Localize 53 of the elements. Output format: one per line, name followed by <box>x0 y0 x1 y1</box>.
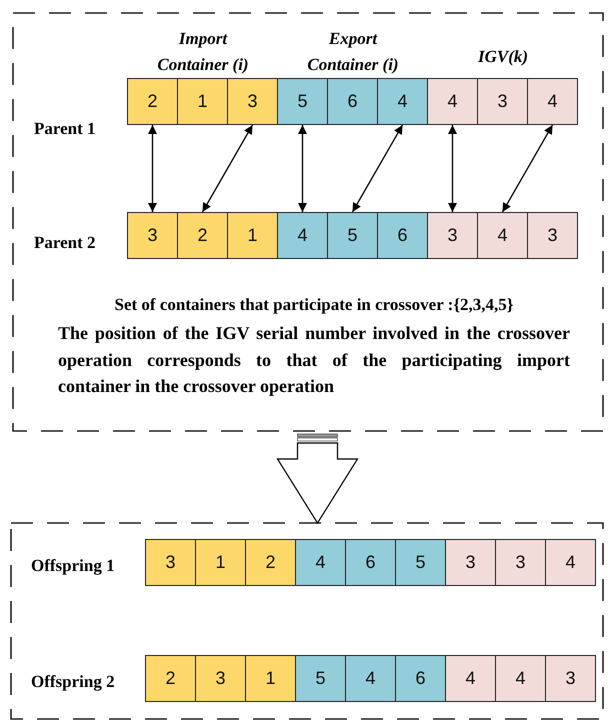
dashed-panel <box>10 522 604 720</box>
gene-cell: 4 <box>545 539 596 586</box>
column-header: Import Container (i) <box>156 28 250 76</box>
gene-cell: 2 <box>177 212 228 259</box>
row-label: Offspring 1 <box>31 555 116 577</box>
gene-cell: 2 <box>245 539 296 586</box>
gene-cell: 4 <box>427 78 478 125</box>
gene-cell: 1 <box>177 78 228 125</box>
gene-cell: 5 <box>277 78 328 125</box>
double-arrow <box>298 125 307 212</box>
row-label: Parent 2 <box>34 232 97 254</box>
gene-cell: 3 <box>195 655 246 702</box>
double-arrow <box>202 124 254 212</box>
gene-cell: 3 <box>227 78 278 125</box>
gene-cell: 1 <box>227 212 278 259</box>
gene-cell: 4 <box>445 655 496 702</box>
gene-cell: 3 <box>495 539 546 586</box>
gene-cell: 5 <box>327 212 378 259</box>
double-arrow <box>352 124 404 212</box>
note-text: The position of the IGV serial number involved in the crossover operation corresponds to that of the participating import container in the crossover operation <box>58 322 570 398</box>
gene-cell: 2 <box>127 78 178 125</box>
dashed-panel <box>12 12 604 432</box>
gene-cell: 4 <box>295 539 346 586</box>
double-arrow <box>148 125 157 212</box>
gene-cell: 4 <box>495 655 546 702</box>
gene-cell: 3 <box>127 212 178 259</box>
gene-cell: 4 <box>477 212 528 259</box>
note-text: Set of containers that participate in crossover :{2,3,4,5} <box>114 294 514 316</box>
gene-cell: 3 <box>545 655 596 702</box>
gene-cell: 3 <box>145 539 196 586</box>
gene-cell: 3 <box>477 78 528 125</box>
gene-cell: 1 <box>195 539 246 586</box>
column-header: Export Container (i) <box>306 28 400 76</box>
gene-cell: 4 <box>345 655 396 702</box>
double-arrow <box>502 124 554 212</box>
gene-cell: 6 <box>327 78 378 125</box>
column-header: IGV(k) <box>476 46 530 68</box>
gene-cell: 6 <box>395 655 446 702</box>
gene-cell: 2 <box>145 655 196 702</box>
gene-cell: 3 <box>427 212 478 259</box>
gene-cell: 1 <box>245 655 296 702</box>
gene-cell: 3 <box>527 212 578 259</box>
gene-cell: 4 <box>377 78 428 125</box>
gene-cell: 4 <box>527 78 578 125</box>
gene-cell: 5 <box>295 655 346 702</box>
double-arrow <box>448 125 457 212</box>
row-label: Parent 1 <box>34 118 97 140</box>
gene-cell: 4 <box>277 212 328 259</box>
gene-cell: 3 <box>445 539 496 586</box>
row-label: Offspring 2 <box>31 671 116 693</box>
gene-cell: 6 <box>377 212 428 259</box>
gene-cell: 6 <box>345 539 396 586</box>
gene-cell: 5 <box>395 539 446 586</box>
